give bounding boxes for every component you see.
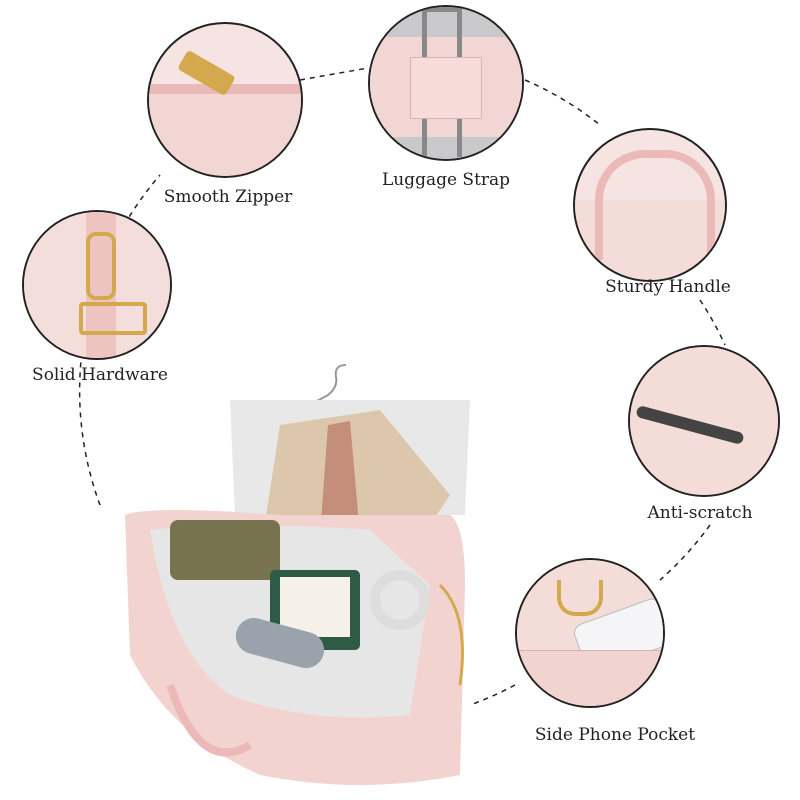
feature-label: Smooth Zipper <box>163 187 293 207</box>
anti-scratch-detail-image <box>628 345 780 497</box>
phone-pocket-detail-image <box>515 558 665 708</box>
hardware-detail-image <box>22 210 172 360</box>
buckle-icon <box>86 232 116 300</box>
bag-illustration <box>125 364 470 785</box>
feature-label: Side Phone Pocket <box>534 725 696 745</box>
feature-label: Solid Hardware <box>32 365 168 385</box>
zipper-detail-image <box>147 22 303 178</box>
feature-label: Sturdy Handle <box>605 277 731 297</box>
luggage-strap-detail-image <box>368 5 524 161</box>
handle-detail-image <box>573 128 727 282</box>
feature-label: Luggage Strap <box>381 170 511 190</box>
handle-icon <box>595 150 715 260</box>
feature-label: Anti-scratch <box>647 503 753 523</box>
garment-duffel-bag-image <box>110 355 480 795</box>
